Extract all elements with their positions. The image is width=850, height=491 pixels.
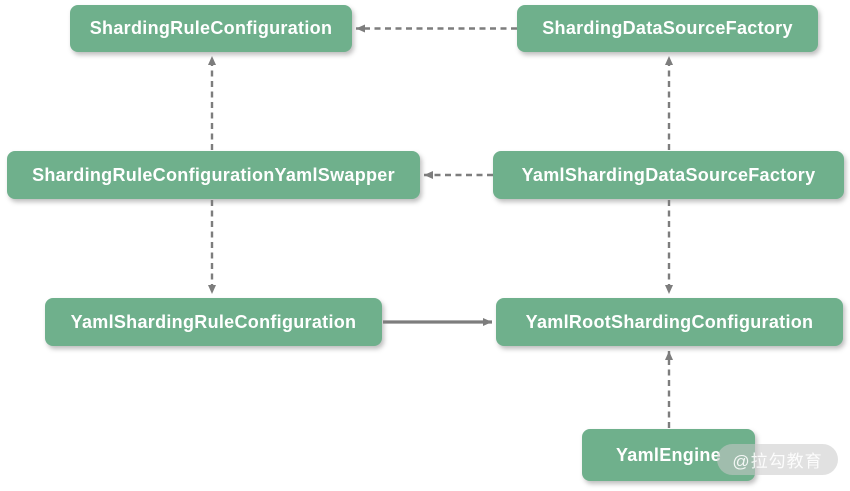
node-yaml-root-sharding-configuration: YamlRootShardingConfiguration	[496, 298, 843, 346]
node-yaml-sharding-rule-configuration: YamlShardingRuleConfiguration	[45, 298, 382, 346]
node-sharding-rule-configuration: ShardingRuleConfiguration	[70, 5, 352, 52]
node-yaml-sharding-data-source-factory: YamlShardingDataSourceFactory	[493, 151, 844, 199]
node-sharding-rule-configuration-yaml-swapper: ShardingRuleConfigurationYamlSwapper	[7, 151, 420, 199]
node-sharding-data-source-factory: ShardingDataSourceFactory	[517, 5, 818, 52]
watermark-badge: @拉勾教育	[717, 444, 838, 475]
